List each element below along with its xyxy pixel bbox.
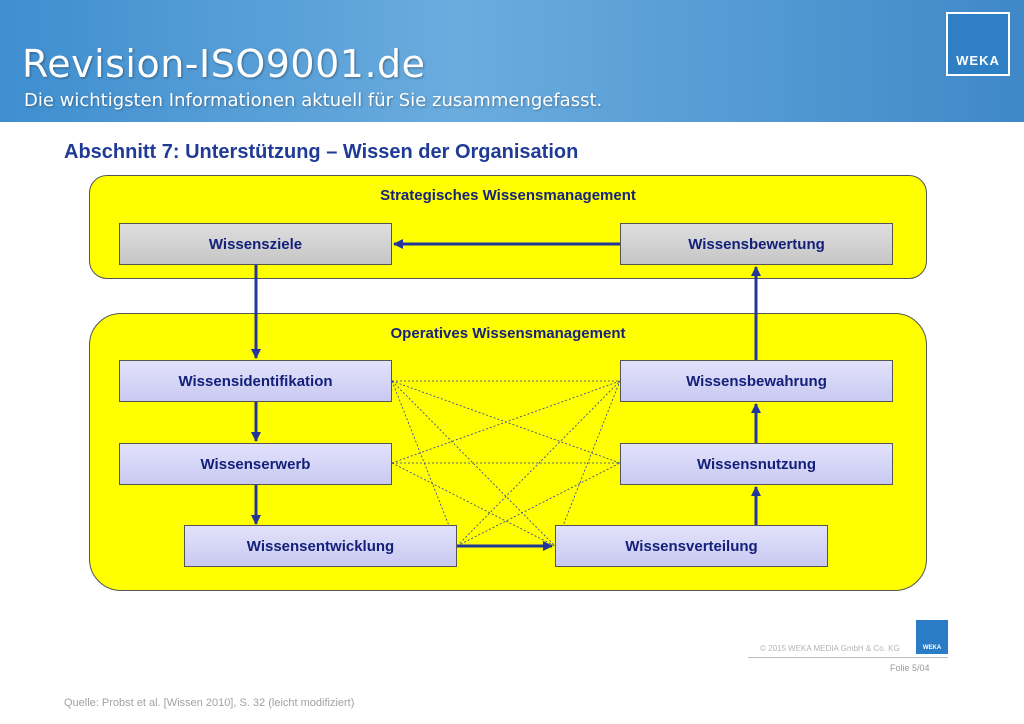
link-verteilung-bewahrung [554,380,621,547]
weka-logo: WEKA [946,12,1010,76]
node-wissensentwicklung: Wissensentwicklung [184,525,457,567]
link-identifikation-verteilung [391,380,556,547]
node-wissensziele: Wissensziele [119,223,392,265]
node-wissenserwerb: Wissenserwerb [119,443,392,485]
footer-logo-text: WEKA [922,645,942,651]
node-wissensnutzung: Wissensnutzung [620,443,893,485]
footer-divider [748,657,948,658]
source-citation: Quelle: Probst et al. [Wissen 2010], S. … [64,697,355,709]
node-wissensidentifikation: Wissensidentifikation [119,360,392,402]
flow-arrows [251,239,761,551]
weka-logo-text: WEKA [956,53,1000,68]
slide-number: Folie 5/04 [890,663,930,673]
dotted-cross-links [391,380,621,547]
footer-weka-logo: WEKA [916,620,948,654]
link-erwerb-verteilung [391,462,556,547]
link-entwicklung-nutzung [456,462,621,547]
node-wissensbewertung: Wissensbewertung [620,223,893,265]
header-banner: Revision-ISO9001.de Die wichtigsten Info… [0,0,1024,122]
strategic-label: Strategisches Wissensmanagement [380,187,636,204]
link-entwicklung-bewahrung [456,380,621,547]
operative-label: Operatives Wissensmanagement [390,325,626,342]
link-erwerb-bewahrung [391,380,621,464]
node-wissensbewahrung: Wissensbewahrung [620,360,893,402]
site-title: Revision-ISO9001.de [22,42,426,86]
copyright-text: © 2015 WEKA MEDIA GmbH & Co. KG [760,644,900,653]
link-identifikation-entwicklung [391,380,458,547]
site-subtitle: Die wichtigsten Informationen aktuell fü… [24,90,603,111]
node-wissensverteilung: Wissensverteilung [555,525,828,567]
slide-title: Abschnitt 7: Unterstützung – Wissen der … [64,141,579,163]
